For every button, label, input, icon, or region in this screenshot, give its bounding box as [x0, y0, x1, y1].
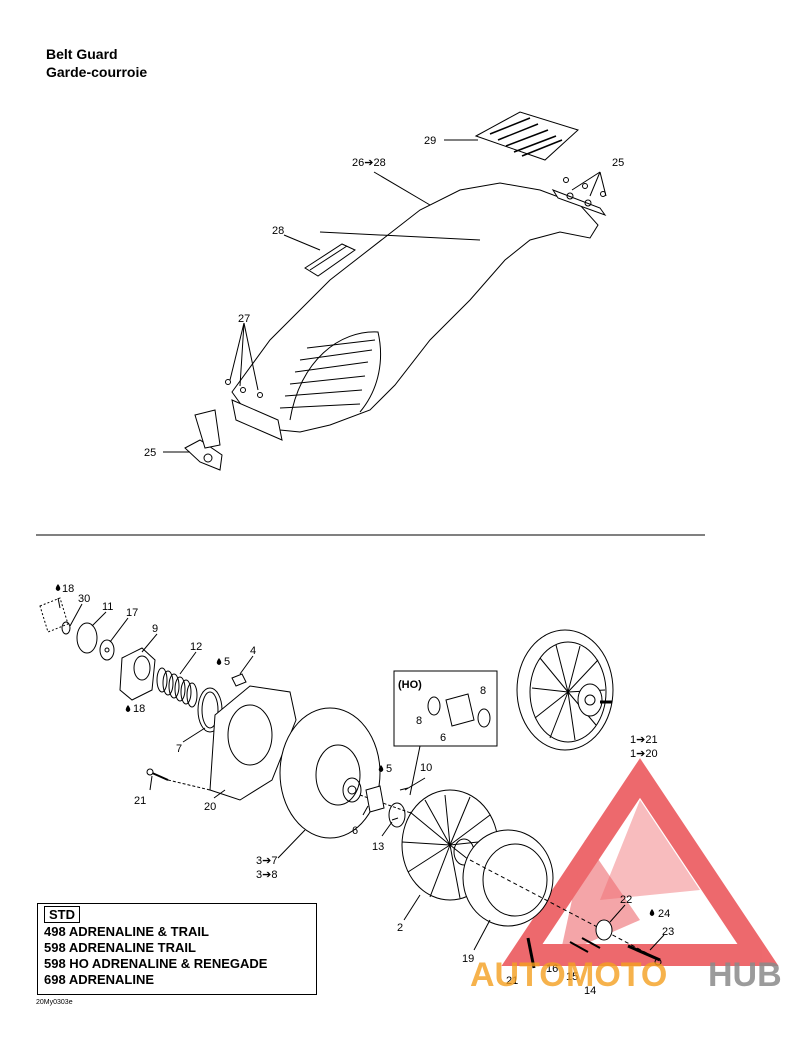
screw-23: [627, 944, 661, 962]
watermark-logo: [501, 758, 779, 966]
oil-drop-icon: [649, 909, 655, 916]
callout-17: 17: [126, 607, 138, 619]
oil-drop-icon: [55, 584, 61, 591]
callout-1-20: 1➔20: [630, 748, 658, 760]
callout-13: 13: [372, 841, 384, 853]
ho-bushing: [445, 693, 475, 727]
cap-screw-18: [39, 597, 69, 633]
watermark-moto: MOTO: [566, 956, 667, 994]
callout-24: 24: [658, 908, 670, 920]
std-tag: STD: [44, 906, 80, 923]
decal-29-text: [489, 117, 563, 157]
oil-drop-icon: [216, 658, 222, 665]
callout-25-top: 25: [612, 157, 624, 169]
callout-30: 30: [78, 593, 90, 605]
callout-14: 14: [584, 985, 596, 997]
document-code: 20My0303e: [36, 999, 73, 1006]
bracket-bottom: [231, 399, 283, 441]
watermark-auto: AUTO: [470, 956, 566, 994]
washer-17: [99, 639, 115, 661]
callout-11: 11: [102, 601, 113, 613]
oil-drop-icon: [378, 765, 384, 772]
callout-12: 12: [190, 641, 202, 653]
slider-4: [231, 673, 247, 687]
callout-4: 4: [250, 645, 256, 657]
callout-10: 10: [420, 762, 432, 774]
model-applicability-box: STD 498 ADRENALINE & TRAIL 598 ADRENALIN…: [37, 903, 317, 995]
oil-drop-icons: [55, 584, 655, 916]
callout-22: 22: [620, 894, 632, 906]
hinge-25: [184, 439, 223, 471]
model-line: 698 ADRENALINE: [44, 972, 155, 987]
callout-27: 27: [238, 313, 250, 325]
belt-guard-callouts: 29 26➔28 25 28 27 25: [144, 135, 624, 459]
model-line: 598 ADRENALINE TRAIL: [44, 940, 196, 955]
complete-pulley-1: [516, 629, 614, 751]
decal-28: [304, 243, 356, 277]
callout-9: 9: [152, 623, 158, 635]
callout-26-28: 26➔28: [352, 157, 386, 169]
callout-6: 6: [352, 825, 358, 837]
callout-15: 15: [566, 971, 578, 983]
cover-19: [462, 829, 554, 927]
belt-guard-shell: [231, 182, 599, 433]
callout-18-top: 18: [62, 583, 74, 595]
cam-9: [119, 647, 156, 701]
decal-29: [474, 111, 579, 161]
belt-guard-assembly: [163, 111, 607, 471]
callout-18-bottom: 18: [133, 703, 145, 715]
page-title-french: Garde-courroie: [46, 64, 148, 80]
oil-drop-icon: [125, 705, 131, 712]
model-line: 498 ADRENALINE & TRAIL: [44, 924, 209, 939]
pulley-assembly: [39, 597, 665, 969]
callout-3-8: 3➔8: [256, 869, 277, 881]
callout-21-right: 21: [506, 975, 518, 987]
watermark-text: AUTO MOTO HUB: [470, 956, 782, 994]
ho-callout-6: 6: [440, 732, 446, 744]
callout-28: 28: [272, 225, 284, 237]
watermark-hub: HUB: [708, 956, 782, 994]
callout-23: 23: [662, 926, 674, 938]
ho-callout-8-right: 8: [480, 685, 486, 697]
callout-29: 29: [424, 135, 436, 147]
ho-box-labels: (HO) 8 8 6: [398, 679, 486, 744]
callout-7: 7: [176, 743, 182, 755]
bracket-top: [551, 188, 607, 217]
ho-box-frame: [393, 670, 498, 747]
ho-label: (HO): [398, 679, 422, 691]
pulley-callouts: 18 30 11 17 9 12 5 4 18 7 21 20 5 10 6 1…: [62, 583, 674, 997]
callout-3-7: 3➔7: [256, 855, 277, 867]
fixed-sheave-3: [279, 707, 381, 839]
washer-22: [595, 919, 613, 941]
washer-13: [388, 802, 406, 828]
callout-20: 20: [204, 801, 216, 813]
spring-12: [156, 667, 198, 708]
callout-25-bottom: 25: [144, 447, 156, 459]
callout-19: 19: [462, 953, 474, 965]
screw-21: [526, 937, 536, 969]
callout-2: 2: [397, 922, 403, 934]
page-title: Belt Guard: [46, 46, 118, 62]
callout-16: 16: [546, 963, 558, 975]
model-line: 598 HO ADRENALINE & RENEGADE: [44, 956, 268, 971]
sheave-2-vanes: [401, 794, 498, 899]
callout-5-mid: 5: [386, 763, 392, 775]
callout-5-top: 5: [224, 656, 230, 668]
bushing-6: [365, 785, 385, 813]
ho-callout-8-left: 8: [416, 715, 422, 727]
callout-1-21: 1➔21: [630, 734, 658, 746]
callout-21-left: 21: [134, 795, 146, 807]
ring-11: [76, 622, 98, 654]
